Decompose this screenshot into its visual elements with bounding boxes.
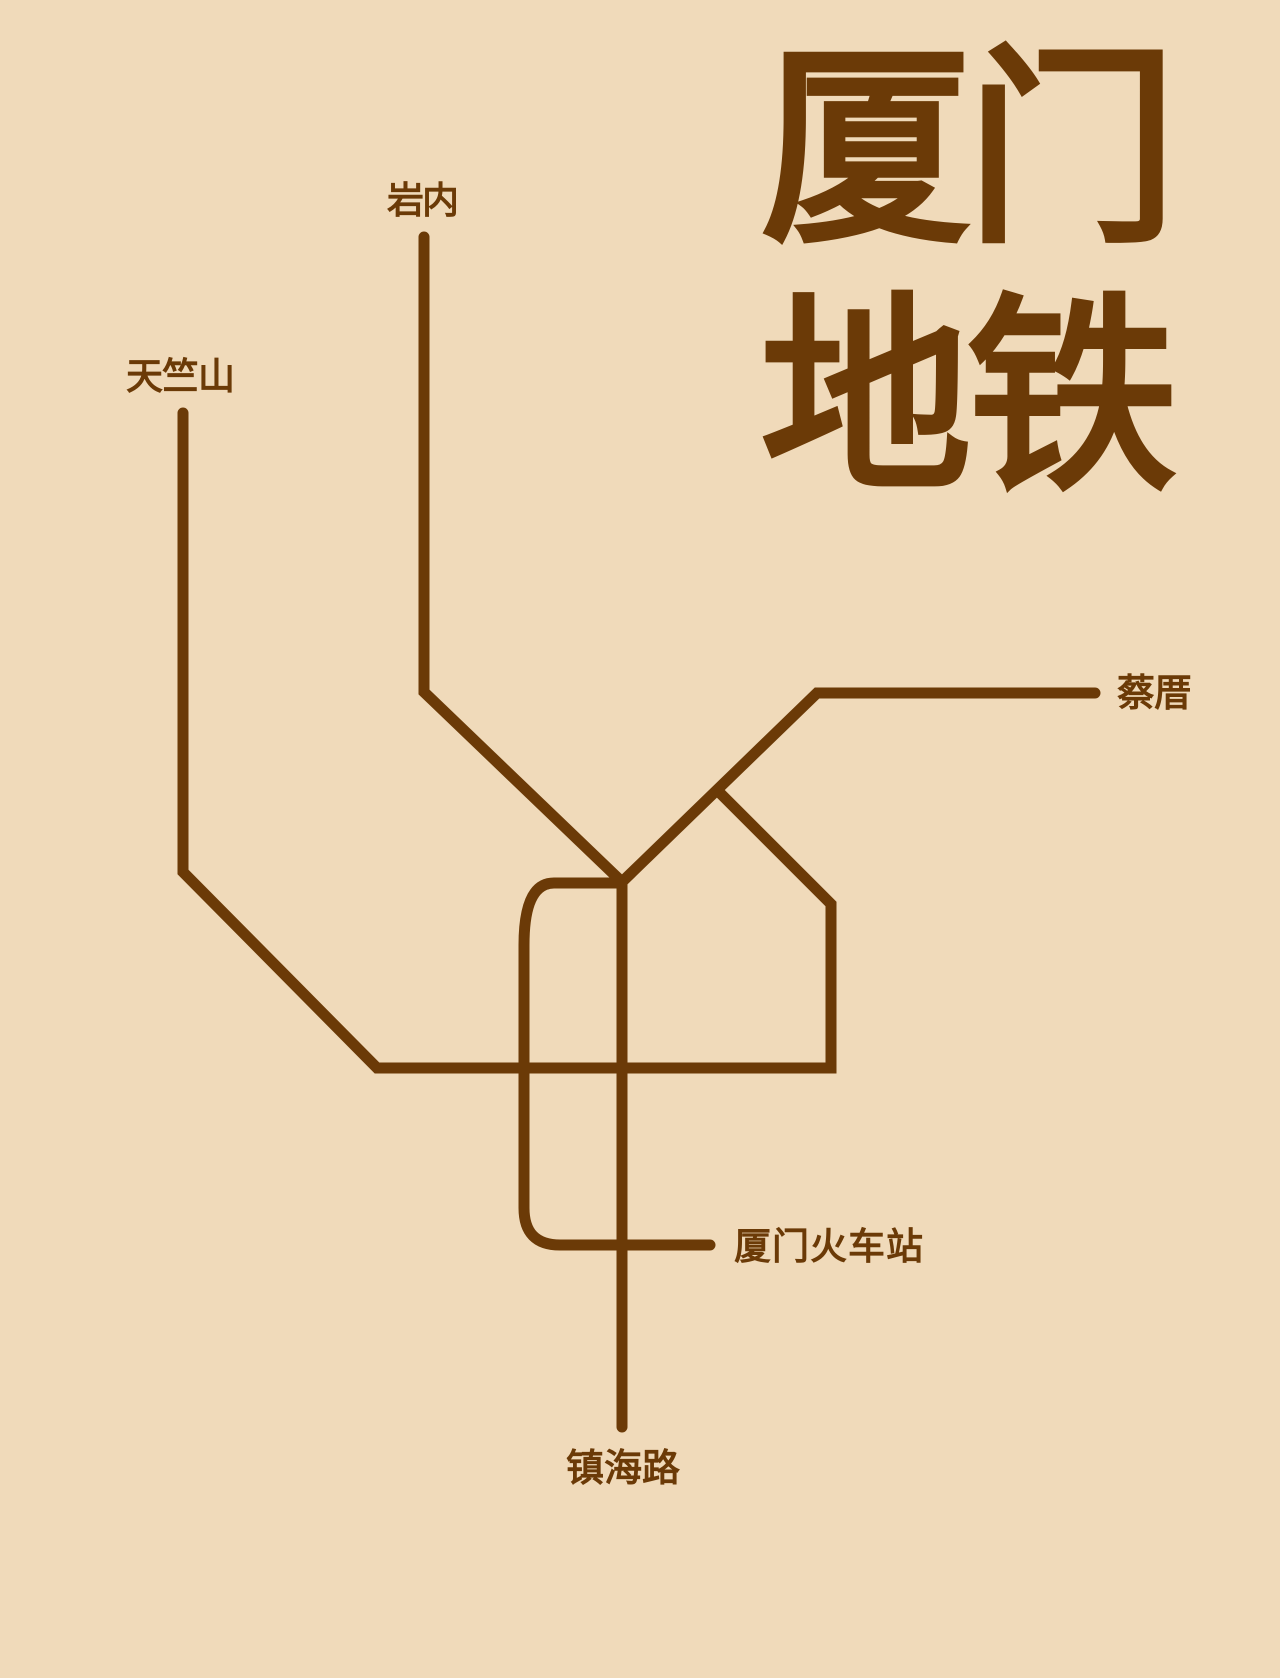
station-label-zhenhai-road[interactable]: 镇海路: [566, 1446, 681, 1490]
station-label-yannei[interactable]: 岩内: [387, 179, 459, 222]
title-xiamen: 厦门: [760, 26, 1178, 273]
route-railway-loop[interactable]: [518, 877, 716, 1251]
route-yannei-caicuo[interactable]: [418, 231, 1101, 890]
station-label-tianzhushan[interactable]: 天竺山: [126, 355, 235, 398]
route-tianzhushan[interactable]: [177, 407, 837, 1074]
title-metro: 地铁: [760, 274, 1178, 521]
station-label-caicuo[interactable]: 蔡厝: [1117, 671, 1192, 715]
station-label-xiamen-railway-station[interactable]: 厦门火车站: [734, 1225, 924, 1268]
